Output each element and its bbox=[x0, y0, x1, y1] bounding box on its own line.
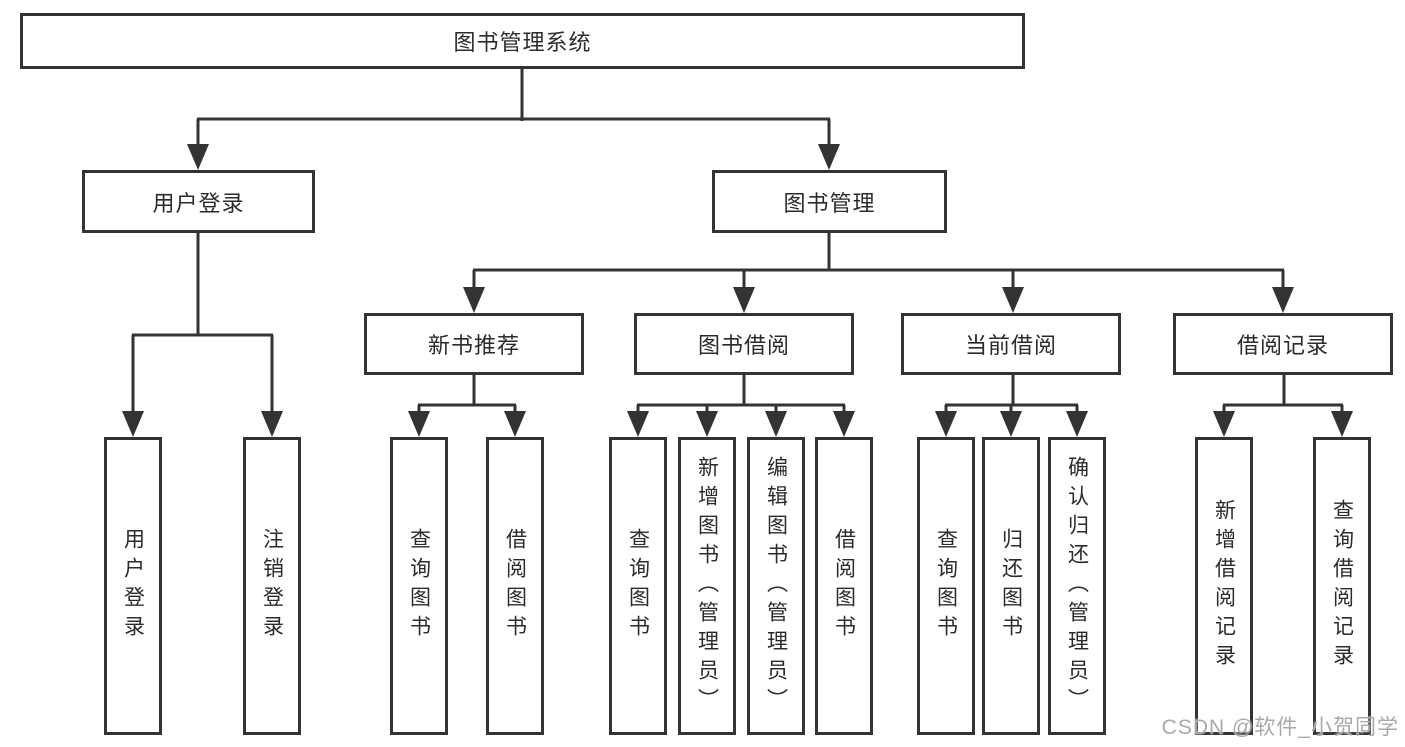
node-book-borrow: 图书借阅 bbox=[634, 313, 854, 375]
leaf-return-books-label: 归还图书 bbox=[999, 528, 1023, 644]
leaf-logout-label: 注销登录 bbox=[260, 528, 284, 644]
leaf-borrow-books-recommend: 借阅图书 bbox=[486, 437, 544, 735]
node-current-borrow: 当前借阅 bbox=[901, 313, 1121, 375]
arrowhead-icon bbox=[833, 411, 855, 437]
leaf-query-books-recommend: 查询图书 bbox=[390, 437, 448, 735]
node-root-label: 图书管理系统 bbox=[453, 30, 592, 55]
arrowhead-icon bbox=[627, 411, 649, 437]
arrowheads bbox=[122, 144, 1353, 437]
arrowhead-icon bbox=[1213, 411, 1235, 437]
leaf-borrow-books-borrow: 借阅图书 bbox=[815, 437, 873, 735]
arrowhead-icon bbox=[733, 287, 755, 313]
leaf-logout: 注销登录 bbox=[243, 437, 301, 735]
arrowhead-icon bbox=[1000, 411, 1022, 437]
node-new-book-recommend: 新书推荐 bbox=[364, 313, 584, 375]
leaf-user-login: 用户登录 bbox=[104, 437, 162, 735]
node-borrow-records: 借阅记录 bbox=[1173, 313, 1393, 375]
arrowhead-icon bbox=[504, 411, 526, 437]
leaf-query-books-recommend-label: 查询图书 bbox=[407, 528, 431, 644]
leaf-confirm-return-admin-label: 确认归还（管理员） bbox=[1065, 455, 1089, 717]
arrowhead-icon bbox=[122, 411, 144, 437]
leaf-borrow-books-recommend-label: 借阅图书 bbox=[503, 528, 527, 644]
leaf-borrow-books-borrow-label: 借阅图书 bbox=[832, 528, 856, 644]
leaf-edit-book-admin: 编辑图书（管理员） bbox=[747, 437, 805, 735]
leaf-query-books-current: 查询图书 bbox=[917, 437, 975, 735]
leaf-query-books-borrow-label: 查询图书 bbox=[626, 528, 650, 644]
node-new-book-recommend-label: 新书推荐 bbox=[427, 333, 520, 358]
arrowhead-icon bbox=[408, 411, 430, 437]
leaf-query-books-current-label: 查询图书 bbox=[934, 528, 958, 644]
node-borrow-records-label: 借阅记录 bbox=[1236, 333, 1329, 358]
leaf-add-borrow-record: 新增借阅记录 bbox=[1195, 437, 1253, 735]
arrowhead-icon bbox=[1066, 411, 1088, 437]
node-book-management: 图书管理 bbox=[712, 170, 947, 233]
connector-path bbox=[131, 68, 1344, 415]
arrowhead-icon bbox=[935, 411, 957, 437]
leaf-edit-book-admin-label: 编辑图书（管理员） bbox=[764, 455, 788, 717]
csdn-watermark: CSDN @软件_小贺同学 bbox=[1161, 716, 1399, 739]
node-current-borrow-label: 当前借阅 bbox=[964, 333, 1057, 358]
arrowhead-icon bbox=[261, 411, 283, 437]
leaf-query-borrow-record-label: 查询借阅记录 bbox=[1330, 499, 1354, 673]
node-book-borrow-label: 图书借阅 bbox=[697, 333, 790, 358]
arrowhead-icon bbox=[818, 144, 840, 170]
leaf-query-books-borrow: 查询图书 bbox=[609, 437, 667, 735]
arrowhead-icon bbox=[696, 411, 718, 437]
arrowhead-icon bbox=[1002, 287, 1024, 313]
arrowhead-icon bbox=[187, 144, 209, 170]
leaf-user-login-label: 用户登录 bbox=[121, 528, 145, 644]
node-user-login: 用户登录 bbox=[82, 170, 315, 233]
leaf-query-borrow-record: 查询借阅记录 bbox=[1313, 437, 1371, 735]
arrowhead-icon bbox=[463, 287, 485, 313]
leaf-add-book-admin-label: 新增图书（管理员） bbox=[695, 455, 719, 717]
leaf-confirm-return-admin: 确认归还（管理员） bbox=[1048, 437, 1106, 735]
leaf-add-borrow-record-label: 新增借阅记录 bbox=[1212, 499, 1236, 673]
arrowhead-icon bbox=[1331, 411, 1353, 437]
leaf-return-books: 归还图书 bbox=[982, 437, 1040, 735]
arrowhead-icon bbox=[1272, 287, 1294, 313]
node-book-management-label: 图书管理 bbox=[783, 190, 876, 216]
node-user-login-label: 用户登录 bbox=[152, 190, 245, 216]
node-root: 图书管理系统 bbox=[20, 13, 1025, 69]
arrowhead-icon bbox=[765, 411, 787, 437]
connector-segments bbox=[131, 68, 1344, 415]
leaf-add-book-admin: 新增图书（管理员） bbox=[678, 437, 736, 735]
